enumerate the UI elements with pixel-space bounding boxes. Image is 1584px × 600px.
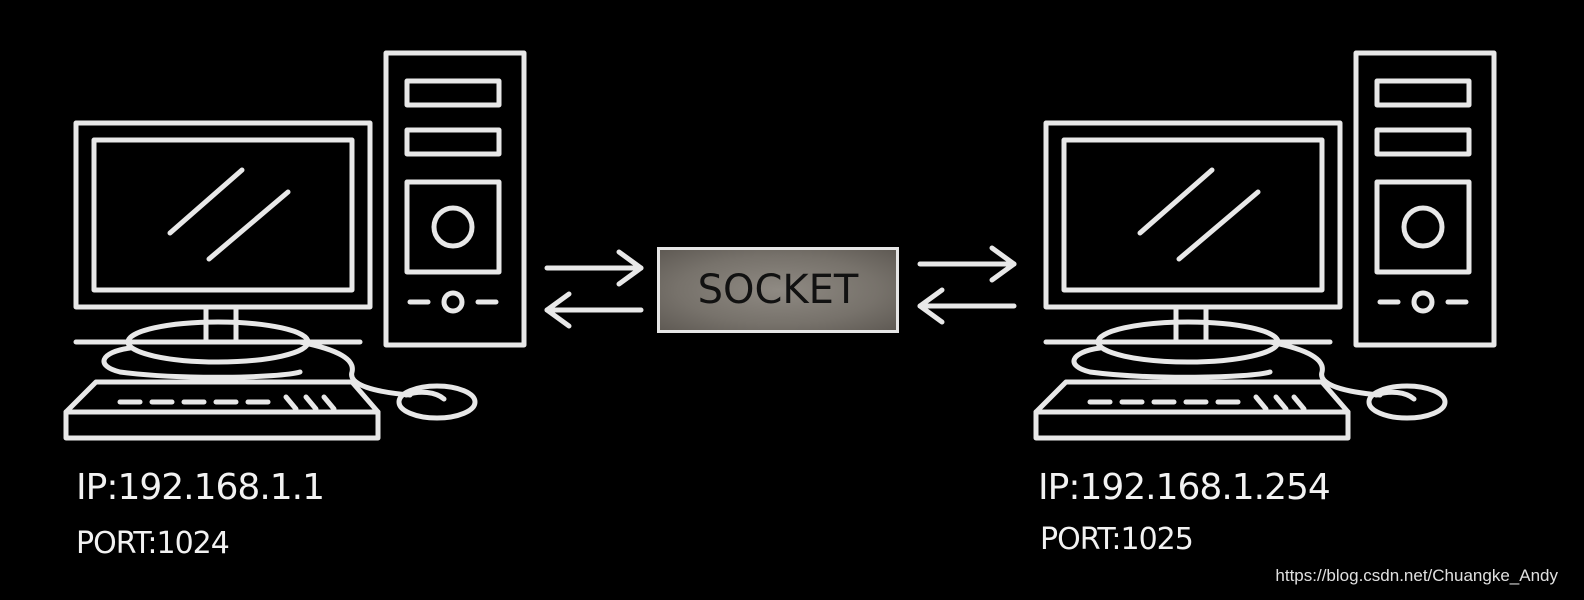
left-double-arrow-icon [547, 252, 641, 326]
right-computer-icon [1036, 53, 1494, 438]
socket-box: SOCKET [657, 247, 899, 333]
left-host-ip: IP:192.168.1.1 [76, 467, 325, 508]
socket-label: SOCKET [697, 267, 859, 313]
right-host-port: PORT:1025 [1040, 522, 1194, 557]
right-double-arrow-icon [920, 248, 1014, 322]
left-host-port: PORT:1024 [76, 526, 230, 561]
left-computer-icon [66, 53, 524, 438]
watermark-text: https://blog.csdn.net/Chuangke_Andy [1275, 566, 1558, 585]
right-host-ip: IP:192.168.1.254 [1038, 467, 1331, 508]
